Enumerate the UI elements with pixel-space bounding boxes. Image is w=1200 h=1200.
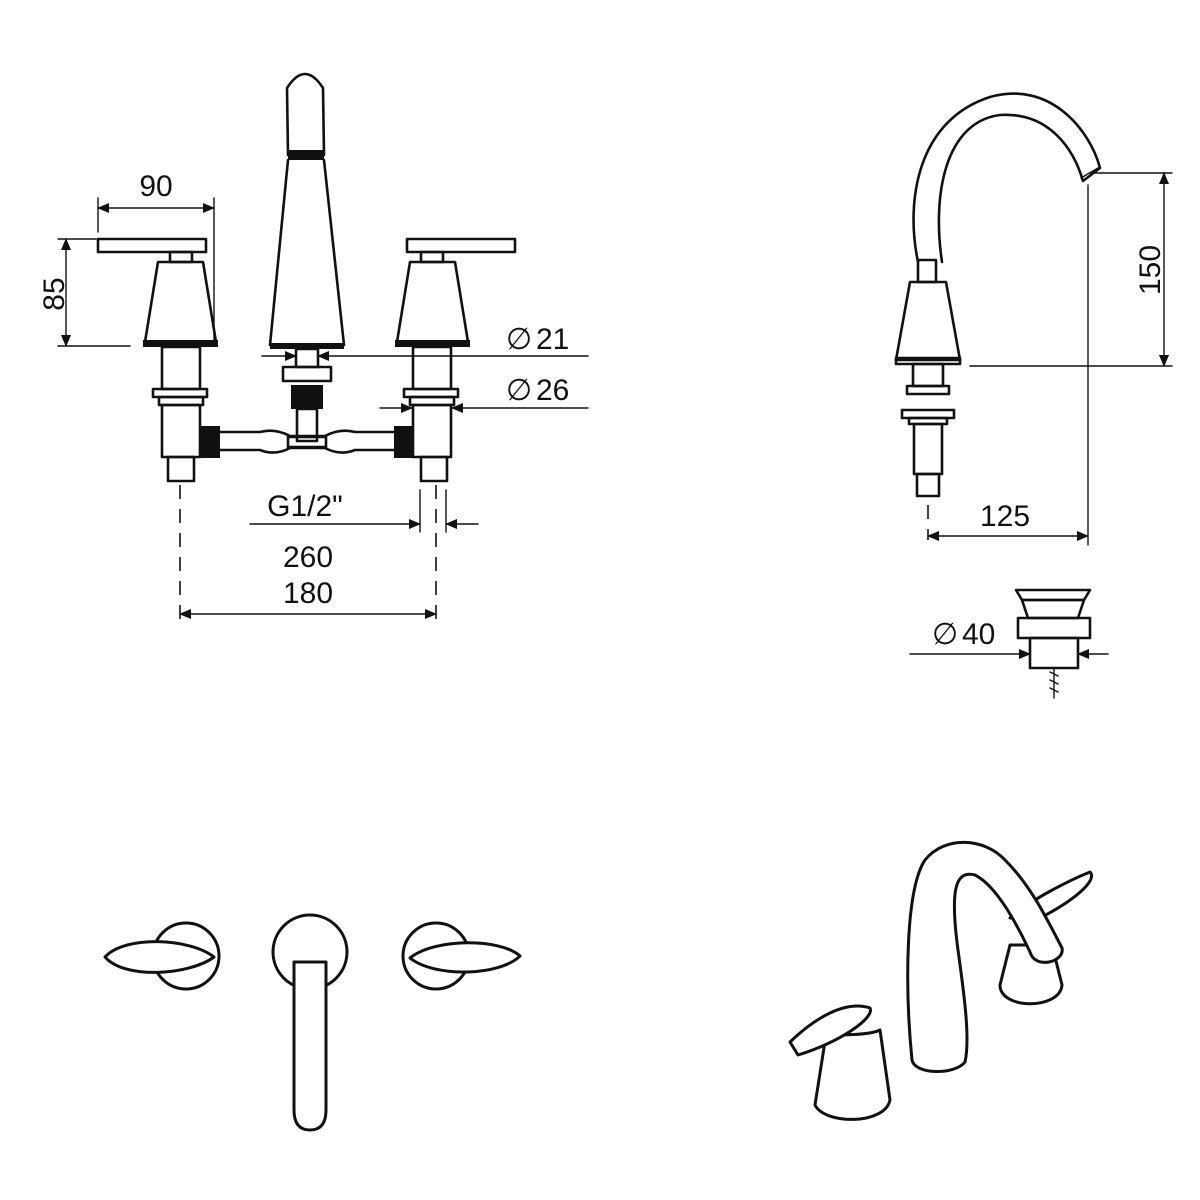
dim-26-label: 26: [536, 374, 569, 407]
dimension-85: 85: [38, 238, 131, 347]
front-view: 90 85 ∅ 21 ∅ 26 G1/2": [38, 72, 589, 620]
front-right-handle: [395, 237, 517, 483]
side-spout: [894, 92, 1102, 498]
dim-thread-label: G1/2": [267, 490, 343, 523]
front-connecting-pipe: [200, 426, 414, 458]
front-spout: [268, 72, 346, 443]
dimension-90: 90: [97, 170, 215, 346]
dim-180-label: 180: [283, 577, 333, 610]
dim-21-label: 21: [536, 323, 569, 356]
dimension-125: 125: [927, 184, 1089, 546]
dim-40-diameter-symbol: ∅: [932, 618, 958, 651]
dimension-diameter-21: ∅ 21: [261, 323, 589, 361]
dimension-spread: 260 180: [179, 541, 437, 619]
dim-150-label: 150: [1134, 245, 1167, 295]
top-view: [103, 913, 522, 1132]
dim-85-label: 85: [38, 277, 71, 310]
side-view: 150 125: [894, 92, 1173, 546]
dim-26-diameter-symbol: ∅: [506, 374, 532, 407]
dim-125-label: 125: [980, 500, 1030, 533]
dimension-thread: G1/2": [249, 489, 479, 533]
dim-21-diameter-symbol: ∅: [506, 323, 532, 356]
drain-view: ∅ 40: [909, 588, 1109, 699]
dim-90-label: 90: [139, 170, 172, 203]
dim-260-label: 260: [283, 541, 333, 574]
dimension-diameter-26: ∅ 26: [379, 374, 589, 413]
dimension-150: 150: [969, 172, 1173, 367]
perspective-view: [788, 840, 1093, 1121]
dim-40-label: 40: [962, 618, 995, 651]
